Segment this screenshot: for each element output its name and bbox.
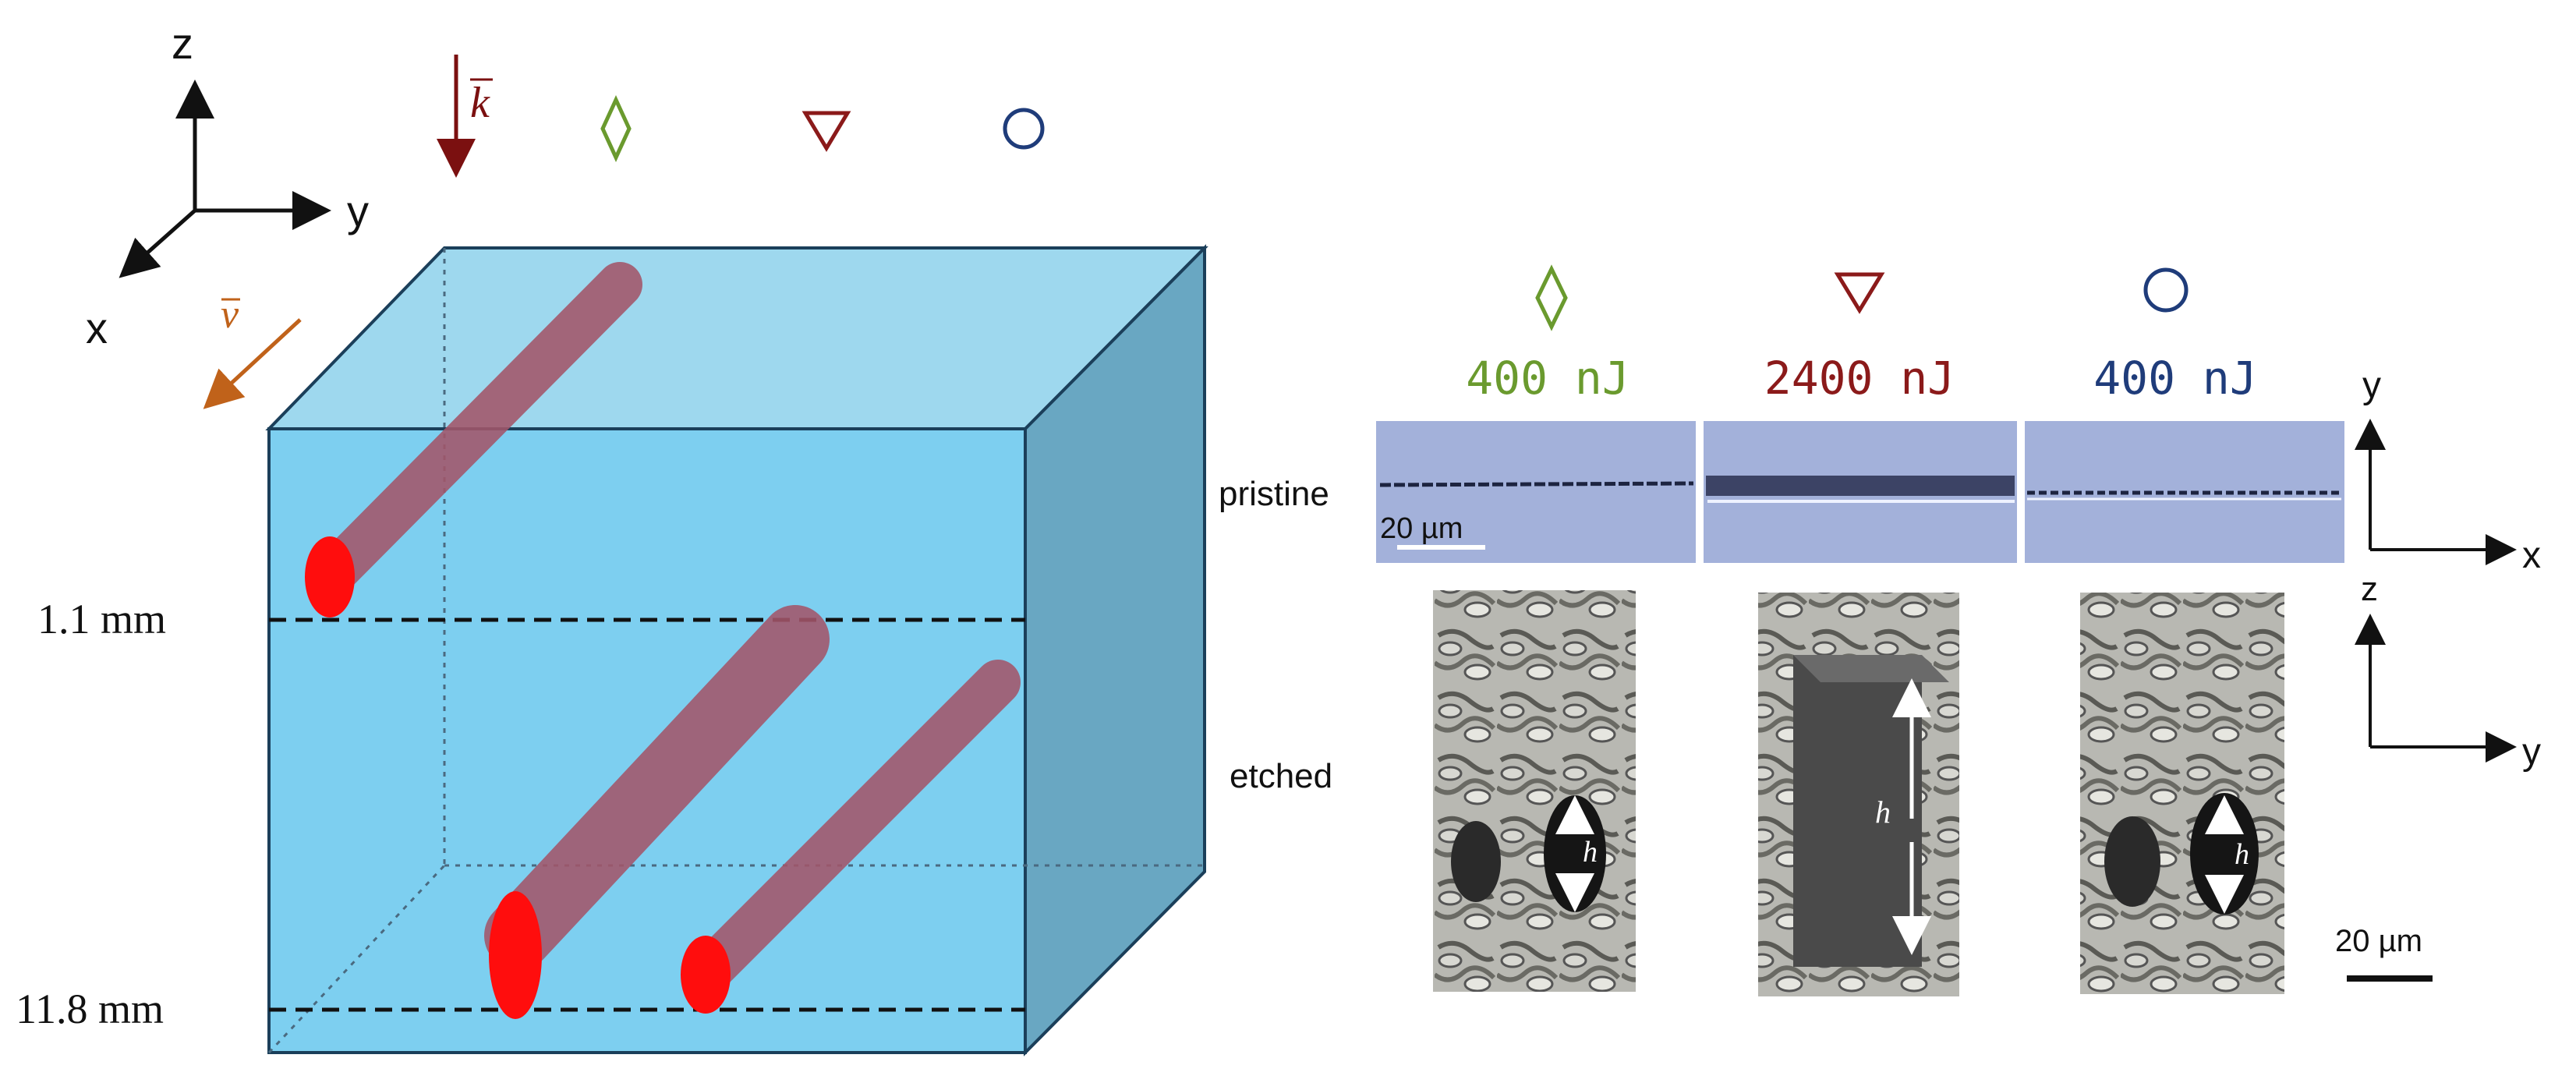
axes-bottom-horizontal-label: y	[2522, 731, 2541, 773]
circle-symbol-top	[1003, 108, 1045, 150]
axes-top-horizontal-label: x	[2522, 535, 2541, 576]
axes-top-vertical-label: y	[2362, 365, 2381, 406]
channel-2-cross-section	[489, 891, 542, 1019]
triangle-symbol	[1834, 272, 1885, 314]
depth-label-top: 1.1 mm	[37, 596, 166, 642]
etched-2-h-label: h	[1875, 794, 1891, 830]
axes-2d-top: y x	[2355, 365, 2541, 576]
circle-symbol	[2143, 267, 2189, 313]
k-vector: k	[437, 55, 493, 178]
etched-panel-1	[1433, 590, 1636, 992]
depth-label-bottom: 11.8 mm	[16, 986, 164, 1032]
etched-1-h-label: h	[1583, 836, 1598, 869]
etched-2-channel	[1793, 655, 1922, 967]
channel-3-body	[687, 660, 1021, 993]
etched-2-channel-edge	[1793, 655, 1949, 682]
axes-2d-bottom: z y	[2355, 570, 2541, 773]
channel-1-cross-section	[305, 536, 355, 618]
axis-y-label: y	[347, 186, 369, 235]
diamond-symbol-top	[600, 95, 632, 162]
channel-3-cross-section	[681, 936, 731, 1014]
energy-label-3: 400 nJ	[2093, 352, 2257, 405]
k-label: k	[470, 79, 490, 127]
etched-3-dark-pore	[2104, 816, 2160, 907]
etched-3-h-label: h	[2235, 838, 2249, 871]
v-arrow	[203, 318, 302, 409]
channel-1-body	[309, 262, 642, 598]
pristine-trace-1	[1379, 481, 1694, 487]
row-label-pristine: pristine	[1219, 475, 1329, 513]
axes-bottom-vertical-label: z	[2361, 570, 2378, 608]
energy-label-2: 2400 nJ	[1764, 352, 1955, 405]
channel-2-body	[484, 605, 830, 970]
top-symbols	[600, 95, 1045, 162]
axis-x-line	[119, 209, 196, 278]
triangle-symbol-top	[801, 111, 851, 152]
axis-x-label: x	[86, 303, 108, 352]
panel-headers: 400 nJ 2400 nJ 400 nJ	[1466, 264, 2257, 405]
glass-block	[265, 244, 1208, 1056]
diamond-symbol	[1535, 264, 1568, 331]
row-label-etched: etched	[1230, 757, 1332, 795]
axes-3d: z y x	[86, 19, 369, 352]
energy-label-1: 400 nJ	[1466, 352, 1629, 405]
pristine-row: 20 µm	[1376, 421, 2344, 563]
pristine-trace-2	[1706, 476, 2015, 496]
scale-label-etched: 20 µm	[2335, 924, 2422, 958]
v-vector: v	[203, 292, 302, 409]
axis-z-label: z	[172, 19, 193, 68]
etched-row: h h h	[1433, 590, 2284, 996]
pristine-panel-1	[1376, 421, 1696, 563]
scale-label-pristine: 20 µm	[1380, 512, 1463, 545]
etched-1-dark-pore	[1451, 821, 1501, 902]
etched-panel-3	[2080, 593, 2284, 994]
